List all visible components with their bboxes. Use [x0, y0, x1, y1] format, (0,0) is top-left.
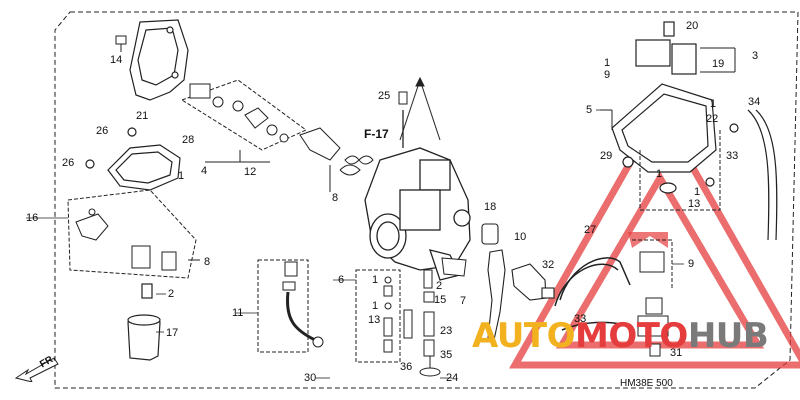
part-label: 1 [710, 98, 717, 110]
part-label: 36 [400, 361, 413, 373]
part-label: 26 [96, 125, 109, 137]
part-label: 15 [434, 294, 447, 306]
part-label: 1 [694, 186, 701, 198]
vent-hose-part [747, 109, 778, 241]
linkage-group-12 [180, 79, 307, 163]
part-label: 32 [542, 259, 555, 271]
bolt-14-part [115, 35, 127, 52]
part-label: 1 [178, 170, 185, 182]
part-label: 7 [460, 295, 467, 307]
leader-lines [26, 109, 684, 379]
fuel-tube-part [257, 259, 324, 353]
part-label: 1 [372, 300, 379, 312]
choke-parts [481, 223, 555, 341]
part-label: 18 [484, 201, 497, 213]
part-label: 17 [166, 327, 179, 339]
part-label: 3 [752, 50, 759, 62]
part-label: 11 [232, 307, 244, 319]
jet-group-6 [355, 269, 401, 363]
part-label: 26 [62, 157, 75, 169]
part-label: 33 [726, 150, 739, 162]
part-label: 35 [440, 349, 453, 361]
part-label: 22 [706, 113, 719, 125]
part-label: 13 [688, 198, 701, 210]
part-label: 4 [201, 165, 208, 177]
part-label: 14 [110, 54, 123, 66]
part-label: 24 [446, 372, 459, 384]
part-label: 25 [378, 90, 391, 102]
watermark-text: AUTOMOTOHUB [472, 316, 769, 356]
part-label: 6 [338, 274, 345, 286]
part-label: 30 [304, 372, 317, 384]
part-label: 1 [372, 274, 379, 286]
watermark-part-b: MOTO [574, 316, 688, 356]
part-label: 27 [584, 224, 597, 236]
part-label: 5 [586, 104, 593, 116]
part-label: 28 [182, 134, 195, 146]
reference-label-f17: F-17 [364, 127, 389, 141]
watermark-part-c: HUB [687, 316, 769, 356]
part-label: 2 [168, 288, 175, 300]
part-label: 13 [368, 314, 381, 326]
part-label: 33 [574, 313, 587, 325]
jets-part [403, 269, 441, 377]
top-cover-assembly-part [611, 21, 739, 194]
part-label: 19 [712, 58, 725, 70]
part-label: 1 [604, 57, 611, 69]
part-label: 31 [670, 347, 683, 359]
part-label: 10 [514, 231, 527, 243]
carburetor-body-part [364, 110, 471, 281]
part-label: 34 [748, 96, 761, 108]
part-label: 16 [26, 212, 39, 224]
bracket-7-part [441, 257, 467, 277]
part-label: 1 [656, 168, 663, 180]
watermark-part-a: AUTO [472, 316, 575, 356]
front-direction-arrow-icon [14, 357, 59, 382]
part-label: 21 [136, 110, 149, 122]
f17-reference-lines [399, 76, 441, 141]
top-cover-part [129, 19, 189, 101]
part-label: 8 [204, 256, 211, 268]
drain-tube-part [554, 257, 631, 331]
part-label: 2 [436, 280, 443, 292]
watermark-triangle-inner [628, 232, 668, 248]
part-label: 8 [332, 192, 339, 204]
valve-group-9 [632, 239, 673, 357]
throttle-arm-part [299, 127, 374, 192]
left-cover-part [85, 127, 181, 191]
outer-dashed-frame [54, 11, 799, 389]
group-8-box [67, 189, 200, 279]
float-cup-part [127, 283, 161, 361]
part-label: 9 [688, 258, 695, 270]
part-label: 20 [686, 20, 699, 32]
vent-fitting-part [398, 91, 408, 105]
part-label: 12 [244, 166, 257, 178]
diagram-code: HM38E 500 [620, 378, 673, 389]
part-label: 29 [600, 150, 613, 162]
part-label: 23 [440, 325, 453, 337]
part-label: 9 [604, 69, 611, 81]
